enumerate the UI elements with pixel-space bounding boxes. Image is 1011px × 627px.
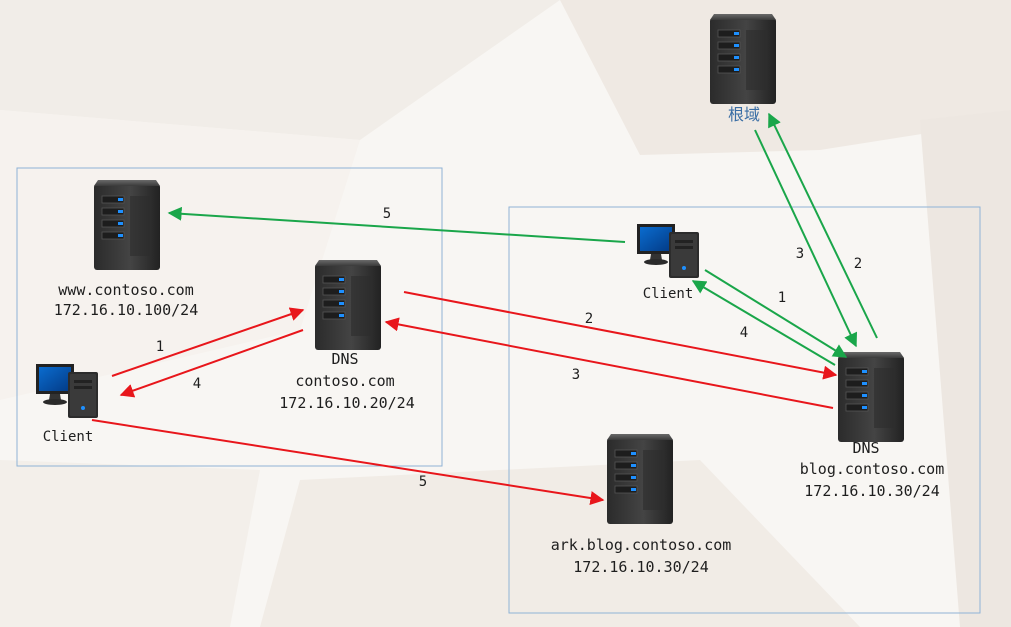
left-dns-domain: contoso.com [295,372,395,390]
right-dns-ip: 172.16.10.30/24 [804,482,940,500]
ark-server-ip: 172.16.10.30/24 [573,558,709,576]
left-dns-ip: 172.16.10.20/24 [279,394,415,412]
red-arrow-2 [403,291,838,380]
step-label-green-4: 4 [739,325,749,341]
right-zone-box [508,206,981,614]
right-dns-domain: blog.contoso.com [799,460,945,478]
red-arrow-5 [91,419,605,505]
left-dns-label: DNS [331,350,359,368]
step-label-red-3: 3 [571,367,581,383]
green-arrow-1 [704,269,848,358]
step-label-red-1: 1 [155,339,165,355]
left-dns-server-icon [314,259,382,351]
step-label-green-3: 3 [795,246,805,262]
step-label-red-2: 2 [584,311,594,327]
step-label-red-5: 5 [418,474,428,490]
right-dns-server-icon [837,351,905,443]
green-arrow-2 [768,112,878,339]
step-label-green-1: 1 [777,290,787,306]
green-arrow-3 [754,129,858,348]
root-domain-label: 根域 [727,105,760,124]
green-arrow-4 [691,280,836,366]
step-label-green-5: 5 [382,206,392,222]
right-dns-label: DNS [852,439,880,457]
left-zone-box [16,167,443,467]
red-arrow-1 [111,307,305,377]
right-client-label: Client [642,286,694,302]
step-label-red-4: 4 [192,376,202,392]
left-client-label: Client [42,429,94,445]
www-server-icon [93,179,161,271]
green-arrow-5 [167,206,626,243]
ark-server-icon [606,433,674,525]
red-arrow-3 [384,317,834,409]
www-server-ip: 172.16.10.100/24 [53,301,199,319]
step-label-green-2: 2 [853,256,863,272]
red-arrow-4 [119,329,304,398]
www-server-name: www.contoso.com [58,281,194,299]
root-server-icon [709,13,777,105]
ark-server-name: ark.blog.contoso.com [550,536,732,554]
